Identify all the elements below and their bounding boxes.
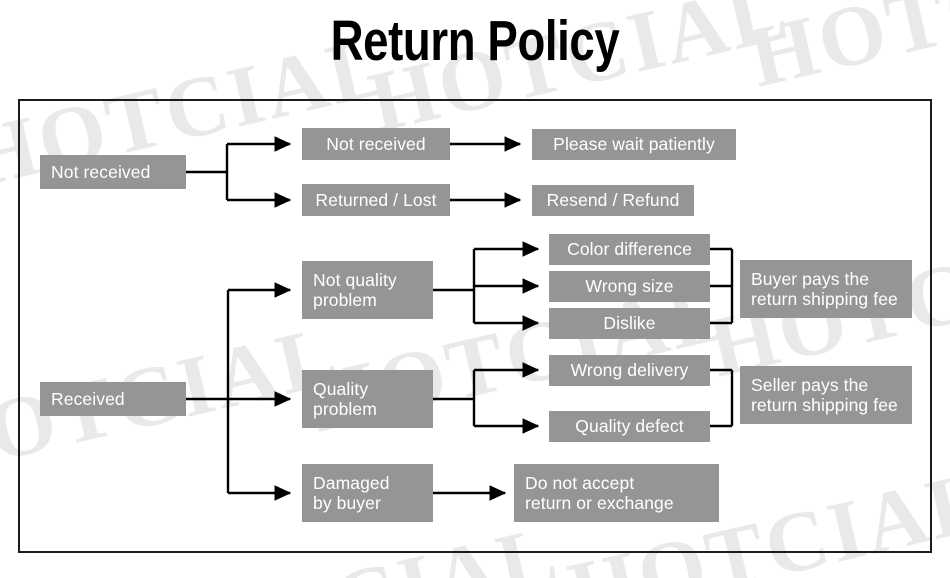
node-label: Dislike (603, 313, 656, 334)
node-color-difference[interactable]: Color difference (549, 234, 710, 265)
node-label: Seller pays the return shipping fee (751, 374, 898, 415)
node-label: Do not accept return or exchange (525, 472, 674, 513)
node-please-wait-patiently[interactable]: Please wait patiently (532, 129, 736, 160)
node-label: Quality problem (313, 378, 377, 419)
node-buyer-pays-return-shipping-fee[interactable]: Buyer pays the return shipping fee (740, 260, 912, 318)
node-label: Color difference (567, 239, 692, 260)
node-label: Returned / Lost (315, 189, 437, 210)
node-dislike[interactable]: Dislike (549, 308, 710, 339)
page-title: Return Policy (330, 9, 620, 73)
node-quality-defect[interactable]: Quality defect (549, 411, 710, 442)
node-wrong-delivery[interactable]: Wrong delivery (549, 355, 710, 386)
node-label: Buyer pays the return shipping fee (751, 268, 898, 309)
node-not-received-root[interactable]: Not received (40, 155, 186, 189)
node-do-not-accept-return-or-exchange[interactable]: Do not accept return or exchange (514, 464, 719, 522)
node-not-quality-problem[interactable]: Not quality problem (302, 261, 433, 319)
node-label: Wrong delivery (570, 360, 689, 381)
node-quality-problem[interactable]: Quality problem (302, 370, 433, 428)
node-label: Wrong size (585, 276, 674, 297)
node-label: Quality defect (575, 416, 684, 437)
node-label: Not received (51, 161, 151, 182)
diagram-frame (18, 99, 932, 553)
node-label: Please wait patiently (553, 134, 715, 155)
node-damaged-by-buyer[interactable]: Damaged by buyer (302, 464, 433, 522)
node-label: Received (51, 388, 125, 409)
node-not-received-child[interactable]: Not received (302, 128, 450, 160)
node-label: Not received (326, 133, 426, 154)
node-received-root[interactable]: Received (40, 382, 186, 416)
node-wrong-size[interactable]: Wrong size (549, 271, 710, 302)
node-resend-refund[interactable]: Resend / Refund (532, 185, 694, 216)
node-label: Not quality problem (313, 269, 397, 310)
node-returned-lost[interactable]: Returned / Lost (302, 184, 450, 216)
node-label: Damaged by buyer (313, 472, 390, 513)
node-label: Resend / Refund (546, 190, 680, 211)
node-seller-pays-return-shipping-fee[interactable]: Seller pays the return shipping fee (740, 366, 912, 424)
